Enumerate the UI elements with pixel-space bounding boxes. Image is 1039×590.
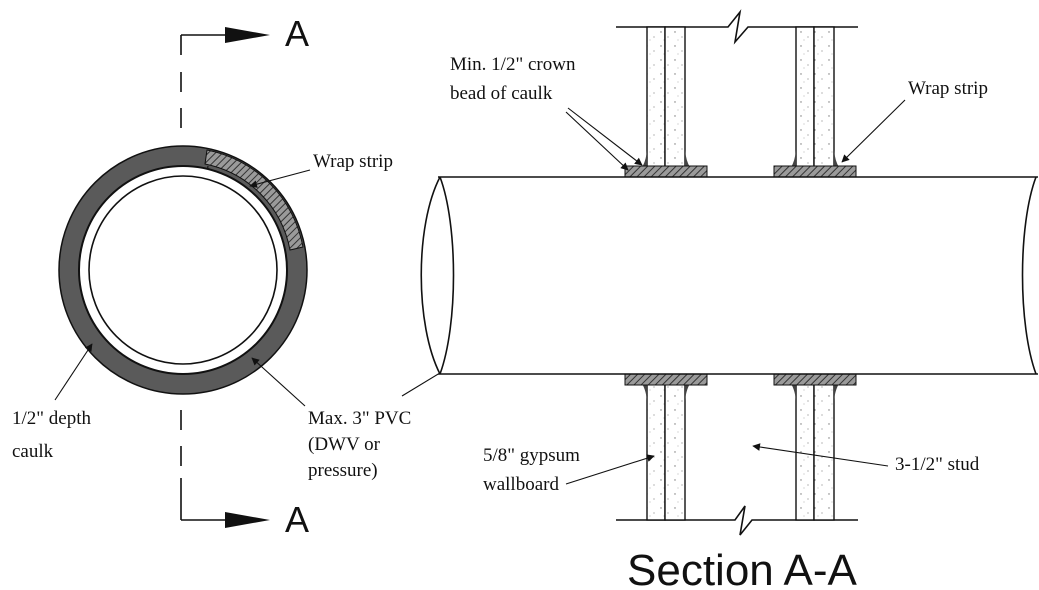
pvc-label-line2: (DWV or: [308, 434, 381, 455]
wrap-strip-label-right: Wrap strip: [908, 78, 988, 99]
pipe-inner-wall: [88, 175, 278, 365]
caulk-depth-label-line1: 1/2" depth: [12, 408, 91, 429]
section-cut-line: [180, 27, 270, 528]
wall-stud-bottom-left: [646, 382, 686, 521]
wrap-strip-arc: [204, 149, 304, 251]
section-arrow-top-icon: [225, 27, 270, 43]
top-break-line: [616, 9, 858, 45]
wall-stud-bottom-right: [795, 382, 835, 521]
pipe-cross-section: [58, 145, 308, 395]
wall-stud-top-right: [795, 26, 835, 168]
section-marker-bottom: A: [285, 499, 309, 540]
crown-bead-label-line1: Min. 1/2" crown: [450, 54, 576, 75]
crown-bead-label-line2: bead of caulk: [450, 83, 553, 104]
stud-label: 3-1/2" stud: [895, 454, 980, 475]
pvc-label-line3: pressure): [308, 460, 378, 481]
gypsum-label-line2: wallboard: [483, 474, 559, 495]
wrap-strip-label-left: Wrap strip: [313, 151, 393, 172]
pvc-label-line1: Max. 3" PVC: [308, 408, 411, 429]
section-title: Section A-A: [627, 546, 858, 590]
pipe-long-section: [420, 176, 1038, 375]
wall-stud-top-left: [646, 26, 686, 168]
gypsum-label-line1: 5/8" gypsum: [483, 445, 580, 466]
section-marker-top: A: [285, 13, 309, 54]
caulk-depth-label-line2: caulk: [12, 441, 54, 462]
section-arrow-bottom-icon: [225, 512, 270, 528]
bottom-break-line: [616, 505, 858, 536]
